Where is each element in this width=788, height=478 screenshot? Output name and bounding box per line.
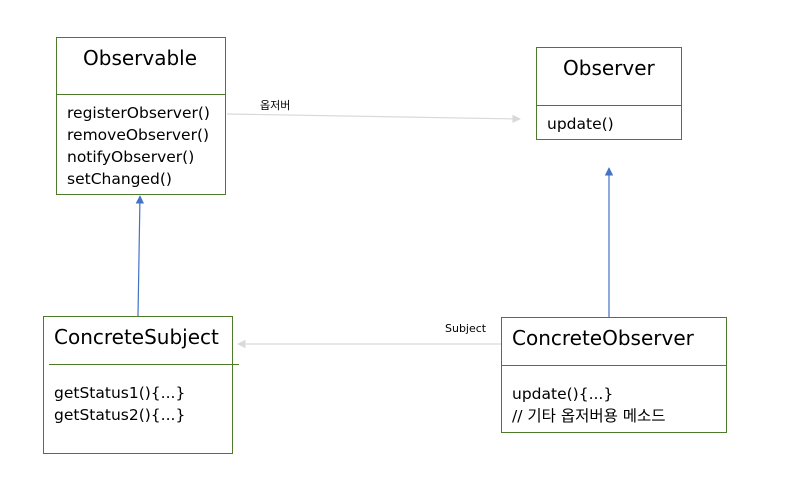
method-notify-observer: notifyObserver()	[67, 148, 195, 166]
method-register-observer: registerObserver()	[67, 104, 210, 122]
concrete-subject-methods: getStatus1(){...} getStatus2(){...}	[54, 382, 185, 426]
concrete-observer-methods: update(){...} // 기타 옵저버용 메소드	[512, 383, 666, 427]
observable-divider	[57, 94, 225, 95]
subject-relation-label: Subject	[445, 322, 487, 335]
concrete-subject-divider	[49, 364, 239, 365]
method-update: update()	[547, 115, 614, 133]
observer-relation-label: 옵저버	[260, 99, 291, 112]
observer-methods: update()	[547, 113, 614, 135]
observer-class-name: Observer	[563, 56, 655, 80]
concrete-observer-class-box: ConcreteObserver update(){...} // 기타 옵저버…	[501, 317, 727, 433]
method-update-impl: update(){...}	[512, 385, 614, 403]
observable-class-box: Observable registerObserver() removeObse…	[56, 37, 226, 195]
concrete-observer-class-name: ConcreteObserver	[512, 326, 694, 350]
method-get-status1: getStatus1(){...}	[54, 384, 186, 402]
observable-class-name: Observable	[83, 46, 198, 70]
observer-class-box: Observer update()	[536, 47, 682, 140]
method-set-changed: setChanged()	[67, 170, 172, 188]
comment-other-observer-methods: // 기타 옵저버용 메소드	[512, 407, 666, 425]
observer-divider	[537, 105, 681, 106]
method-get-status2: getStatus2(){...}	[54, 406, 186, 424]
concrete-subject-class-box: ConcreteSubject getStatus1(){...} getSta…	[43, 316, 239, 454]
observable-to-observer-arrow	[226, 113, 521, 124]
concrete-subject-class-name: ConcreteSubject	[54, 325, 219, 349]
method-remove-observer: removeObserver()	[67, 126, 210, 144]
concrete-observer-divider	[502, 365, 726, 366]
observable-methods: registerObserver() removeObserver() noti…	[67, 102, 210, 190]
concrete-subject-to-observable-arrow	[135, 195, 145, 317]
